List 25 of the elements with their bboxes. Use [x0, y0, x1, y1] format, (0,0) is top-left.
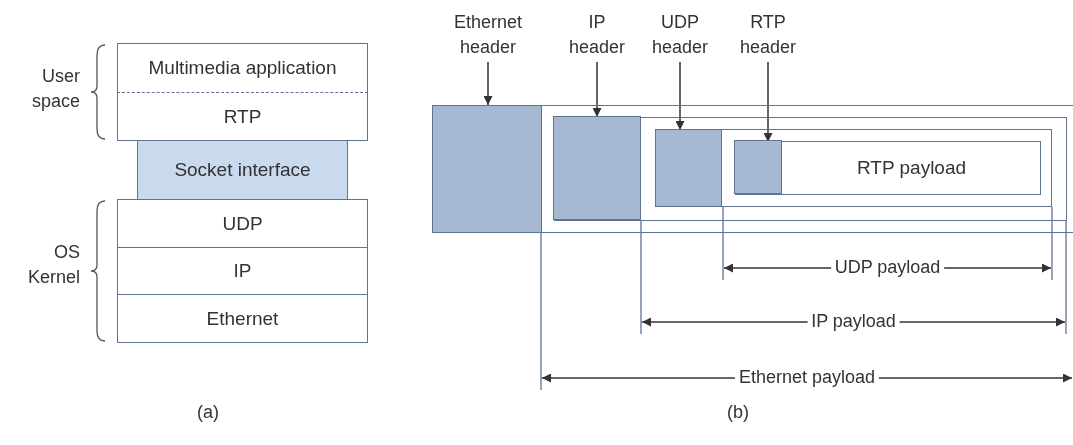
header-label: RTP header — [728, 10, 808, 60]
header-label: Ethernet header — [438, 10, 538, 60]
ethernet-frame-outline — [432, 105, 1073, 233]
header-label: UDP header — [640, 10, 720, 60]
panel-label: (a) — [196, 401, 220, 424]
header-block — [553, 116, 641, 220]
protocol-layer: UDP — [117, 199, 368, 248]
packet-outline — [553, 116, 1067, 221]
rtp-packet — [734, 140, 1041, 195]
leader-arrow — [675, 61, 685, 131]
socket-interface-layer: Socket interface — [137, 141, 348, 199]
header-block — [654, 128, 722, 207]
leader-arrow — [592, 61, 602, 118]
header-block — [431, 104, 542, 233]
header-block — [734, 140, 782, 194]
payload-label: RTP payload — [855, 156, 968, 179]
layer-group-label: User space — [30, 65, 80, 113]
packet-outline — [655, 129, 1052, 207]
leader-arrow — [483, 61, 493, 106]
header-label: IP header — [552, 10, 642, 60]
protocol-layer: IP — [117, 248, 368, 295]
protocol-layer: Ethernet — [117, 295, 368, 343]
layer-group-label: OS Kernel — [26, 241, 80, 289]
protocol-layer: Multimedia application — [117, 43, 368, 93]
panel-label: (b) — [726, 401, 750, 424]
